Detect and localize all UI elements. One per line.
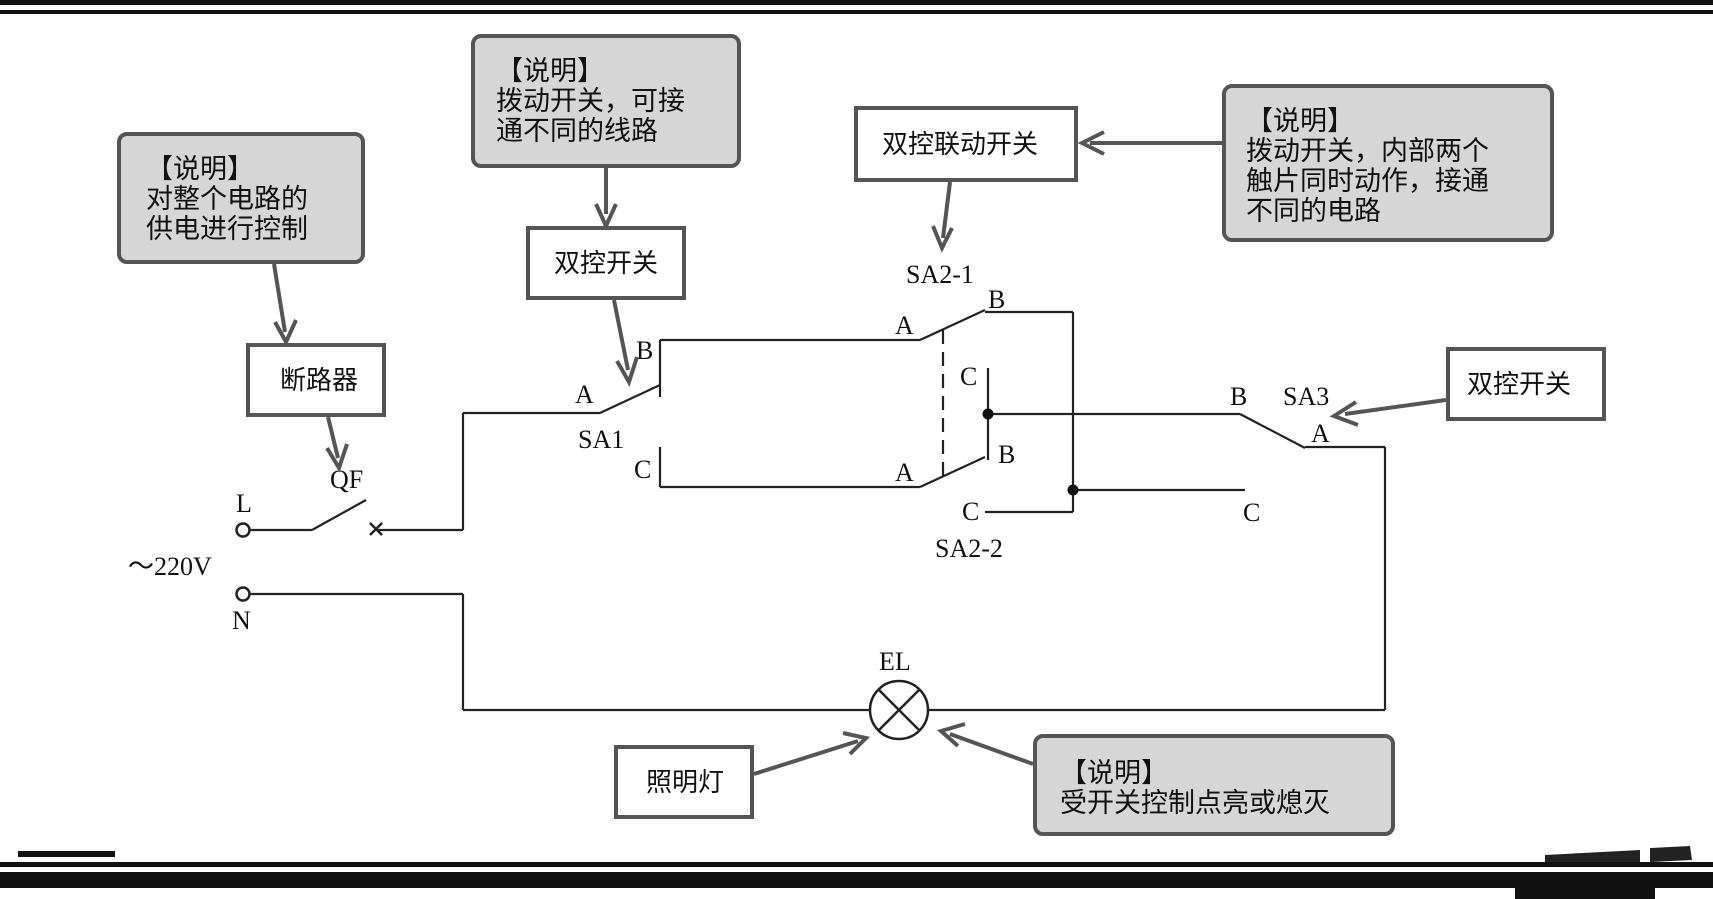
tag-sa1: 双控开关	[526, 226, 686, 300]
note-breaker-title: 【说明】	[146, 154, 254, 185]
breaker-trip-mark	[369, 522, 383, 536]
arrow-breaker-to-qf	[326, 416, 340, 459]
tag-sa3: 双控开关	[1446, 347, 1606, 421]
sa1-c-label: C	[634, 455, 651, 484]
arrow-note-to-breaker	[272, 263, 287, 333]
tag-lamp: 照明灯	[614, 745, 754, 819]
sa2-2-a-label: A	[895, 458, 914, 487]
sa1-label: SA1	[578, 425, 624, 454]
sa2-2-c-label: C	[962, 497, 979, 526]
arrow-note-to-lamp	[949, 732, 1034, 766]
sa3-label: SA3	[1283, 382, 1329, 411]
sa2-2-label: SA2-2	[935, 534, 1003, 563]
sa1-b-label: B	[636, 336, 653, 365]
note-sa2-line-2: 触片同时动作，接通	[1246, 166, 1489, 197]
el-label: EL	[879, 647, 911, 676]
note-breaker-line-1: 对整个电路的	[146, 184, 308, 215]
note-breaker-line-2: 供电进行控制	[146, 214, 308, 245]
tag-breaker-text: 断路器	[280, 366, 358, 396]
sa2-1-b-label: B	[988, 285, 1005, 314]
sa3-c-label: C	[1243, 498, 1260, 527]
lamp-symbol	[868, 679, 930, 741]
l-terminal	[235, 522, 251, 538]
tag-sa1-text: 双控开关	[554, 249, 658, 279]
arrow-sa2-tag-to-switch	[941, 181, 952, 239]
note-sa1: 【说明】 拨动开关，可接 通不同的线路	[471, 34, 741, 168]
note-sa2-title: 【说明】	[1246, 106, 1354, 137]
sa2-2-b-label: B	[998, 440, 1015, 469]
arrow-sa1-tag-to-switch	[612, 299, 630, 371]
note-sa2: 【说明】 拨动开关，内部两个 触片同时动作，接通 不同的电路	[1222, 84, 1554, 242]
tag-sa3-text: 双控开关	[1467, 370, 1571, 400]
sa3-b-label: B	[1230, 382, 1247, 411]
qf-label: QF	[330, 465, 363, 494]
sa2-1-label: SA2-1	[906, 260, 974, 289]
note-sa1-title: 【说明】	[496, 56, 604, 87]
tag-sa2: 双控联动开关	[854, 106, 1078, 182]
supply-terminals	[235, 522, 251, 602]
note-sa2-line-3: 不同的电路	[1246, 196, 1381, 227]
note-breaker: 【说明】 对整个电路的 供电进行控制	[117, 132, 365, 264]
arrow-sa3-tag-to-switch	[1344, 398, 1447, 416]
callout-arrows	[272, 130, 1447, 776]
n-label: N	[232, 606, 251, 635]
note-lamp: 【说明】 受开关控制点亮或熄灭	[1033, 734, 1395, 836]
junction-dot-upper	[982, 408, 994, 420]
voltage-label: ～220V	[128, 552, 212, 581]
sa1-a-label: A	[575, 380, 594, 409]
n-terminal	[235, 586, 251, 602]
sa2-1-c-label: C	[960, 362, 977, 391]
tag-sa2-text: 双控联动开关	[882, 130, 1038, 160]
note-sa1-line-1: 拨动开关，可接	[496, 86, 685, 117]
junction-dot-lower	[1067, 484, 1079, 496]
tag-lamp-text: 照明灯	[646, 768, 724, 798]
l-label: L	[236, 489, 252, 518]
circuit-wires	[250, 309, 1387, 712]
note-sa2-line-1: 拨动开关，内部两个	[1246, 136, 1489, 167]
sa2-1-a-label: A	[895, 311, 914, 340]
note-lamp-line-1: 受开关控制点亮或熄灭	[1060, 788, 1330, 819]
note-sa1-line-2: 通不同的线路	[496, 116, 658, 147]
sa3-a-label: A	[1311, 419, 1330, 448]
arrow-lamp-tag-to-lamp	[753, 739, 859, 776]
circuit-labels: L N ～220V QF A B C SA1 SA2-1 A B C A B C…	[128, 260, 1330, 676]
note-lamp-title: 【说明】	[1060, 758, 1168, 789]
tag-breaker: 断路器	[246, 343, 386, 417]
